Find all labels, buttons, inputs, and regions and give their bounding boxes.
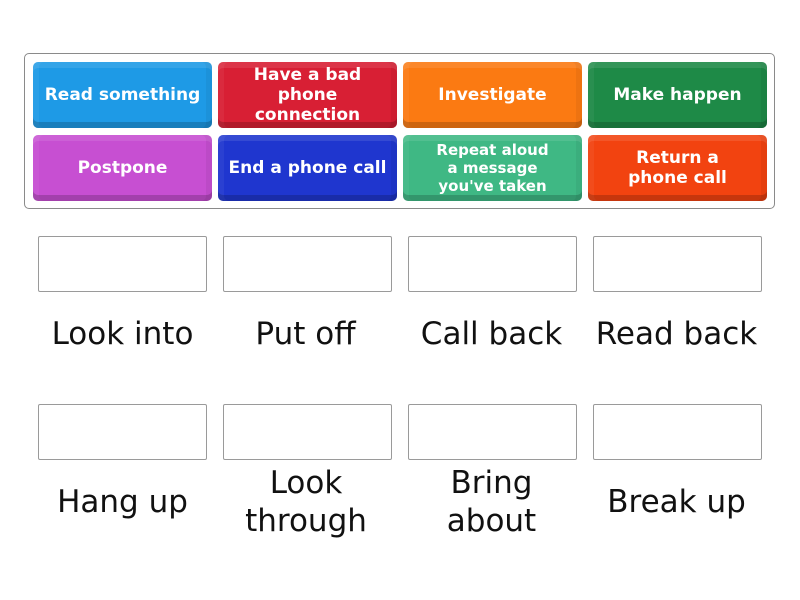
target-label-look-through: Look through [245,465,367,539]
tile-investigate[interactable]: Investigate [403,62,582,128]
tile-end-phone-call[interactable]: End a phone call [218,135,397,201]
tile-label: Make happen [613,85,742,105]
drop-slot-bring-about[interactable] [408,404,577,460]
tile-make-happen[interactable]: Make happen [588,62,767,128]
tile-label: Have a bad phone connection [253,65,362,125]
tile-bad-phone-connection[interactable]: Have a bad phone connection [218,62,397,128]
drop-slot-put-off[interactable] [223,236,392,292]
drop-slot-read-back[interactable] [593,236,762,292]
target-label-call-back: Call back [420,316,563,352]
tile-read-something[interactable]: Read something [33,62,212,128]
drop-slot-hang-up[interactable] [38,404,207,460]
target-label-look-into: Look into [51,316,194,352]
target-label-read-back: Read back [595,316,758,352]
target-label-hang-up: Hang up [57,484,188,520]
drop-slot-call-back[interactable] [408,236,577,292]
drop-slot-look-through[interactable] [223,404,392,460]
tile-label: Return a phone call [628,148,727,188]
target-label-bring-about: Bring about [446,465,537,539]
tile-postpone[interactable]: Postpone [33,135,212,201]
tile-label: Repeat aloud a message you've taken [436,141,549,195]
tile-repeat-aloud-message[interactable]: Repeat aloud a message you've taken [403,135,582,201]
target-label-put-off: Put off [255,316,356,352]
tile-label: Investigate [438,85,547,105]
drop-slot-look-into[interactable] [38,236,207,292]
tile-label: End a phone call [228,158,387,178]
target-label-break-up: Break up [607,484,746,520]
tile-return-phone-call[interactable]: Return a phone call [588,135,767,201]
drop-slot-break-up[interactable] [593,404,762,460]
tile-label: Postpone [77,158,168,178]
tile-label: Read something [44,85,201,105]
